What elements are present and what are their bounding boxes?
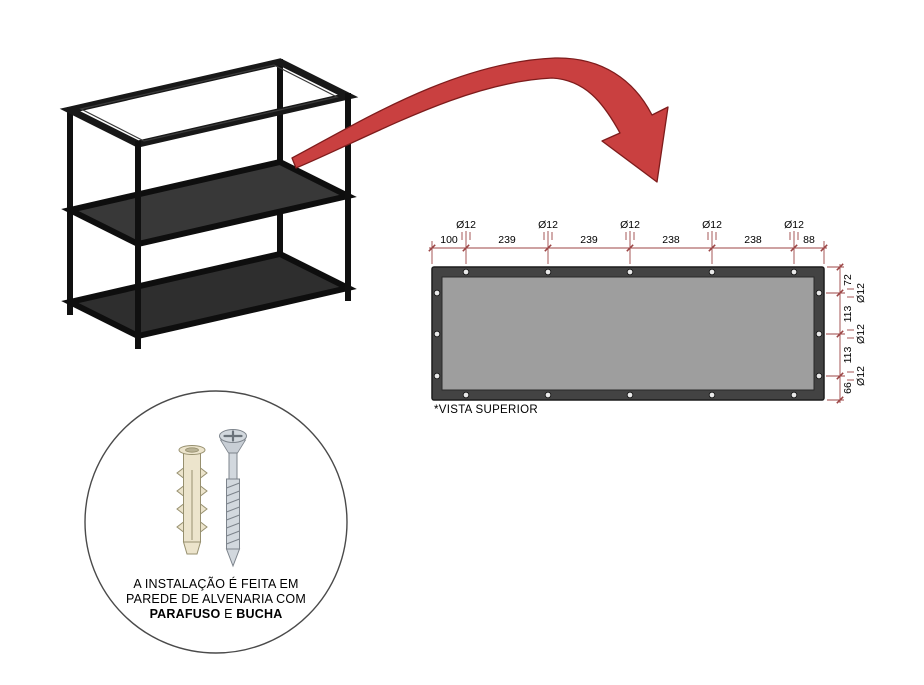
h-dim-label: 238 — [744, 234, 762, 246]
conjunction-word: E — [220, 607, 237, 621]
h-dim-label: 239 — [580, 234, 598, 246]
v-diameter-witness-lines — [847, 288, 854, 381]
shelf-top-frame — [59, 58, 359, 148]
shelf-isometric-drawing — [59, 58, 359, 349]
h-diameter-label: Ø12 — [456, 219, 476, 231]
v-dim-ticks — [836, 263, 844, 404]
v-dim-label: 113 — [842, 305, 854, 322]
h-diameter-label: Ø12 — [620, 219, 640, 231]
wall-plug-illustration — [176, 445, 208, 555]
v-diameter-label: Ø12 — [855, 366, 867, 386]
screw-illustration — [219, 429, 247, 568]
top-view-inner-panel — [441, 276, 815, 391]
plug-tip — [182, 541, 202, 555]
h-dim-label: 239 — [498, 234, 516, 246]
arrow-swoosh — [291, 57, 669, 183]
screw-thread-lines — [226, 482, 240, 545]
plug-hole — [185, 447, 199, 453]
phillips-cross-icon — [223, 430, 243, 442]
red-callout-arrow — [291, 57, 669, 183]
installation-note: A INSTALAÇÃO É FEITA EM PAREDE DE ALVENA… — [86, 577, 346, 622]
h-dim-label: 238 — [662, 234, 680, 246]
screw-shank — [228, 452, 238, 480]
vertical-dimensions: 72 113 113 66 Ø12 Ø12 Ø12 — [826, 263, 867, 404]
v-dim-label: 113 — [842, 346, 854, 363]
v-extension-lines — [826, 266, 845, 401]
shelf-top-frame-inner-edge — [79, 64, 339, 142]
fastener-detail — [84, 390, 348, 654]
v-dim-label: 72 — [842, 274, 854, 286]
h-extension-lines — [431, 231, 825, 264]
mounting-holes-bottom — [462, 391, 798, 399]
h-diameter-label: Ø12 — [702, 219, 722, 231]
screw-thread-body — [226, 478, 240, 550]
h-dim-label: 100 — [440, 234, 458, 246]
mounting-holes-top — [462, 268, 798, 276]
installation-note-line2: PAREDE DE ALVENARIA COM — [126, 592, 306, 606]
mounting-holes-sides — [433, 289, 823, 380]
h-diameter-label: Ø12 — [538, 219, 558, 231]
top-view-caption: *VISTA SUPERIOR — [434, 404, 538, 416]
shelf-middle-panel — [61, 158, 357, 248]
screw-tip — [225, 548, 241, 568]
detail-circle-outline — [84, 390, 348, 654]
bucha-word: BUCHA — [236, 607, 283, 621]
h-diameter-witness-lines — [461, 232, 799, 240]
h-dim-label: 88 — [803, 234, 815, 246]
shelf-bottom-panel — [61, 250, 357, 340]
v-diameter-label: Ø12 — [855, 283, 867, 303]
installation-note-line1: A INSTALAÇÃO É FEITA EM — [133, 577, 299, 591]
top-view-drawing — [431, 266, 825, 401]
h-dim-ticks — [428, 244, 828, 252]
horizontal-dimensions: 100 239 239 238 238 88 Ø12 Ø12 Ø12 Ø12 Ø… — [428, 219, 828, 264]
installation-note-line3: PARAFUSO E BUCHA — [86, 607, 346, 622]
v-diameter-label: Ø12 — [855, 324, 867, 344]
v-dim-label: 66 — [842, 382, 854, 394]
parafuso-word: PARAFUSO — [149, 607, 221, 621]
h-diameter-label: Ø12 — [784, 219, 804, 231]
